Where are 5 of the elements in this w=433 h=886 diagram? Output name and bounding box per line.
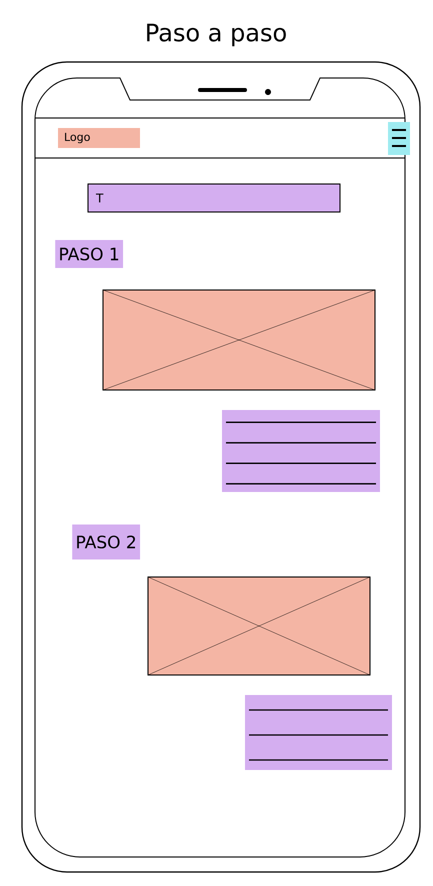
step-heading: PASO 1 xyxy=(55,240,124,268)
step-heading: PASO 2 xyxy=(72,524,140,560)
title-field: T xyxy=(88,184,340,212)
title: Paso a paso xyxy=(147,24,286,46)
placeholder-label: Logo xyxy=(58,128,140,148)
